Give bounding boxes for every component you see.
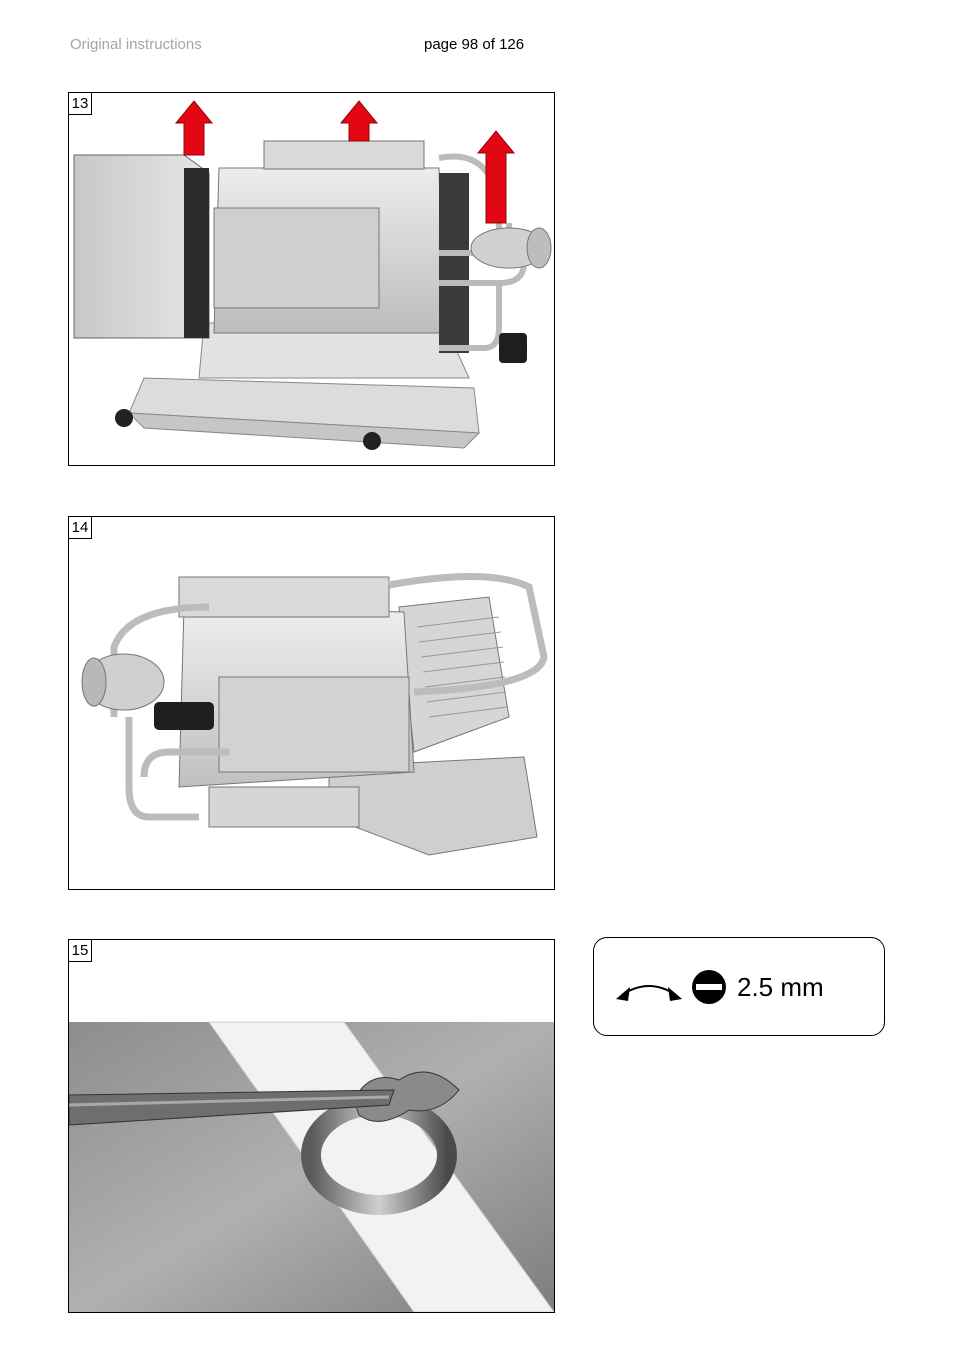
figure-15: 15 <box>68 939 555 1313</box>
figure-14-illustration <box>69 517 554 889</box>
document-label: Original instructions <box>70 36 202 53</box>
screwdriver-size: 2.5 mm <box>737 972 824 1003</box>
figure-13: 13 <box>68 92 555 466</box>
tool-requirement-box: 2.5 mm <box>593 937 885 1036</box>
figure-13-illustration <box>69 93 554 465</box>
figure-15-photo <box>69 940 554 1312</box>
flat-screwdriver-icon <box>691 969 731 1009</box>
figure-number: 15 <box>69 940 92 962</box>
figure-number: 14 <box>69 517 92 539</box>
figure-14: 14 <box>68 516 555 890</box>
figure-number: 13 <box>69 93 92 115</box>
page-number: page 98 of 126 <box>424 36 524 53</box>
